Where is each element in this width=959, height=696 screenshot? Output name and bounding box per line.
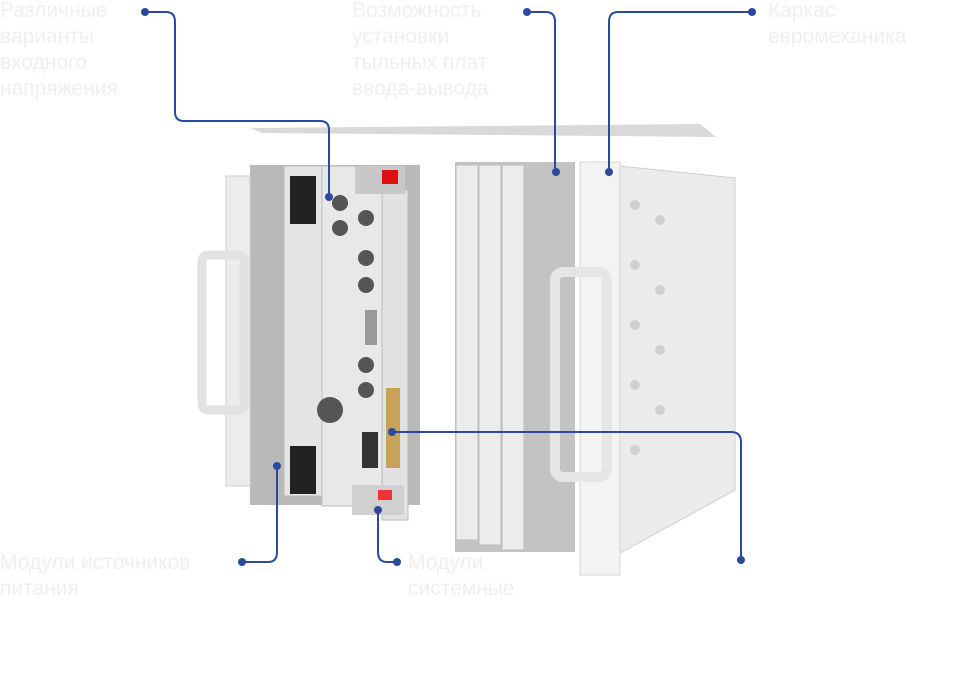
callout-dots <box>141 8 756 566</box>
callout-rear-boards: Возможность установки тыльных плат ввода… <box>352 0 489 100</box>
callout-lines <box>145 11 752 563</box>
dvi-port <box>365 310 377 345</box>
callout-frame: Каркас евромеханика <box>768 0 907 48</box>
callout-system-modules: Модули системные <box>408 551 515 600</box>
db-connector <box>386 388 400 468</box>
right-handle <box>550 267 612 482</box>
ethernet-ports <box>362 432 378 468</box>
bottom-latch <box>290 446 316 494</box>
red-tab <box>378 490 392 500</box>
callout-input-voltage: Различные варианты входного напряжения <box>0 0 118 100</box>
io-module-panel <box>381 189 409 521</box>
red-tab <box>382 170 398 184</box>
top-latch <box>290 176 316 224</box>
left-handle <box>197 250 249 415</box>
callout-power-modules: Модули источников питания <box>0 551 191 600</box>
top-plate <box>250 124 716 137</box>
